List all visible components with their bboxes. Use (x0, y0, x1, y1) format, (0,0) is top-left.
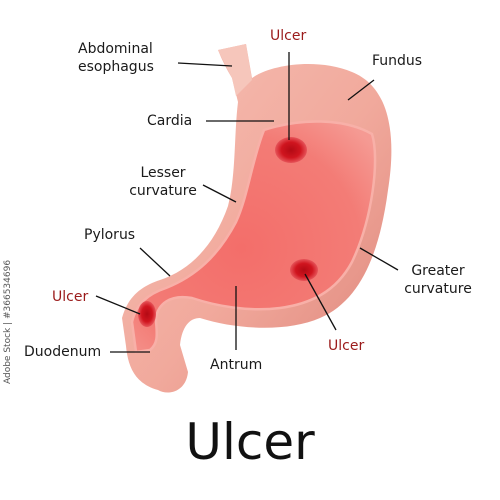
ulcer-top-spot (275, 137, 307, 163)
leader-ulcer-right (304, 273, 337, 331)
label-abdominal-esophagus: Abdominal esophagus (78, 40, 154, 76)
label-ulcer-right: Ulcer (328, 338, 365, 354)
leader-greater-curvature (359, 247, 399, 271)
leader-ulcer-left (95, 295, 141, 315)
label-pylorus: Pylorus (84, 227, 136, 243)
leader-lesser-curvature (202, 184, 237, 203)
stock-id-text: Adobe Stock | #366534696 (3, 259, 13, 384)
label-duodenum: Duodenum (24, 344, 102, 360)
label-lesser-curvature-line2: curvature (129, 183, 197, 199)
label-abdominal-esophagus-line2: esophagus (78, 59, 154, 75)
label-ulcer-left: Ulcer (52, 289, 89, 305)
ulcer-right-spot (290, 259, 318, 281)
label-fundus: Fundus (372, 53, 423, 69)
leader-fundus (347, 79, 375, 101)
diagram-title: Ulcer (185, 413, 315, 471)
label-lesser-curvature-line1: Lesser (140, 165, 186, 181)
stomach-inner-lining (130, 120, 377, 354)
ulcer-left-spot (138, 301, 156, 327)
label-lesser-curvature: Lesser curvature (128, 164, 198, 200)
label-antrum: Antrum (210, 357, 263, 373)
leader-pylorus (139, 247, 171, 277)
esophagus-tube (218, 44, 252, 96)
leader-abdominal-esophagus (177, 62, 233, 67)
leader-lines (95, 52, 399, 353)
label-ulcer-top: Ulcer (270, 28, 307, 44)
label-abdominal-esophagus-line1: Abdominal (78, 41, 153, 57)
label-cardia: Cardia (147, 113, 193, 129)
label-greater-curvature: Greater curvature (400, 262, 476, 298)
label-greater-curvature-line1: Greater (411, 263, 465, 279)
label-greater-curvature-line2: curvature (404, 281, 472, 297)
